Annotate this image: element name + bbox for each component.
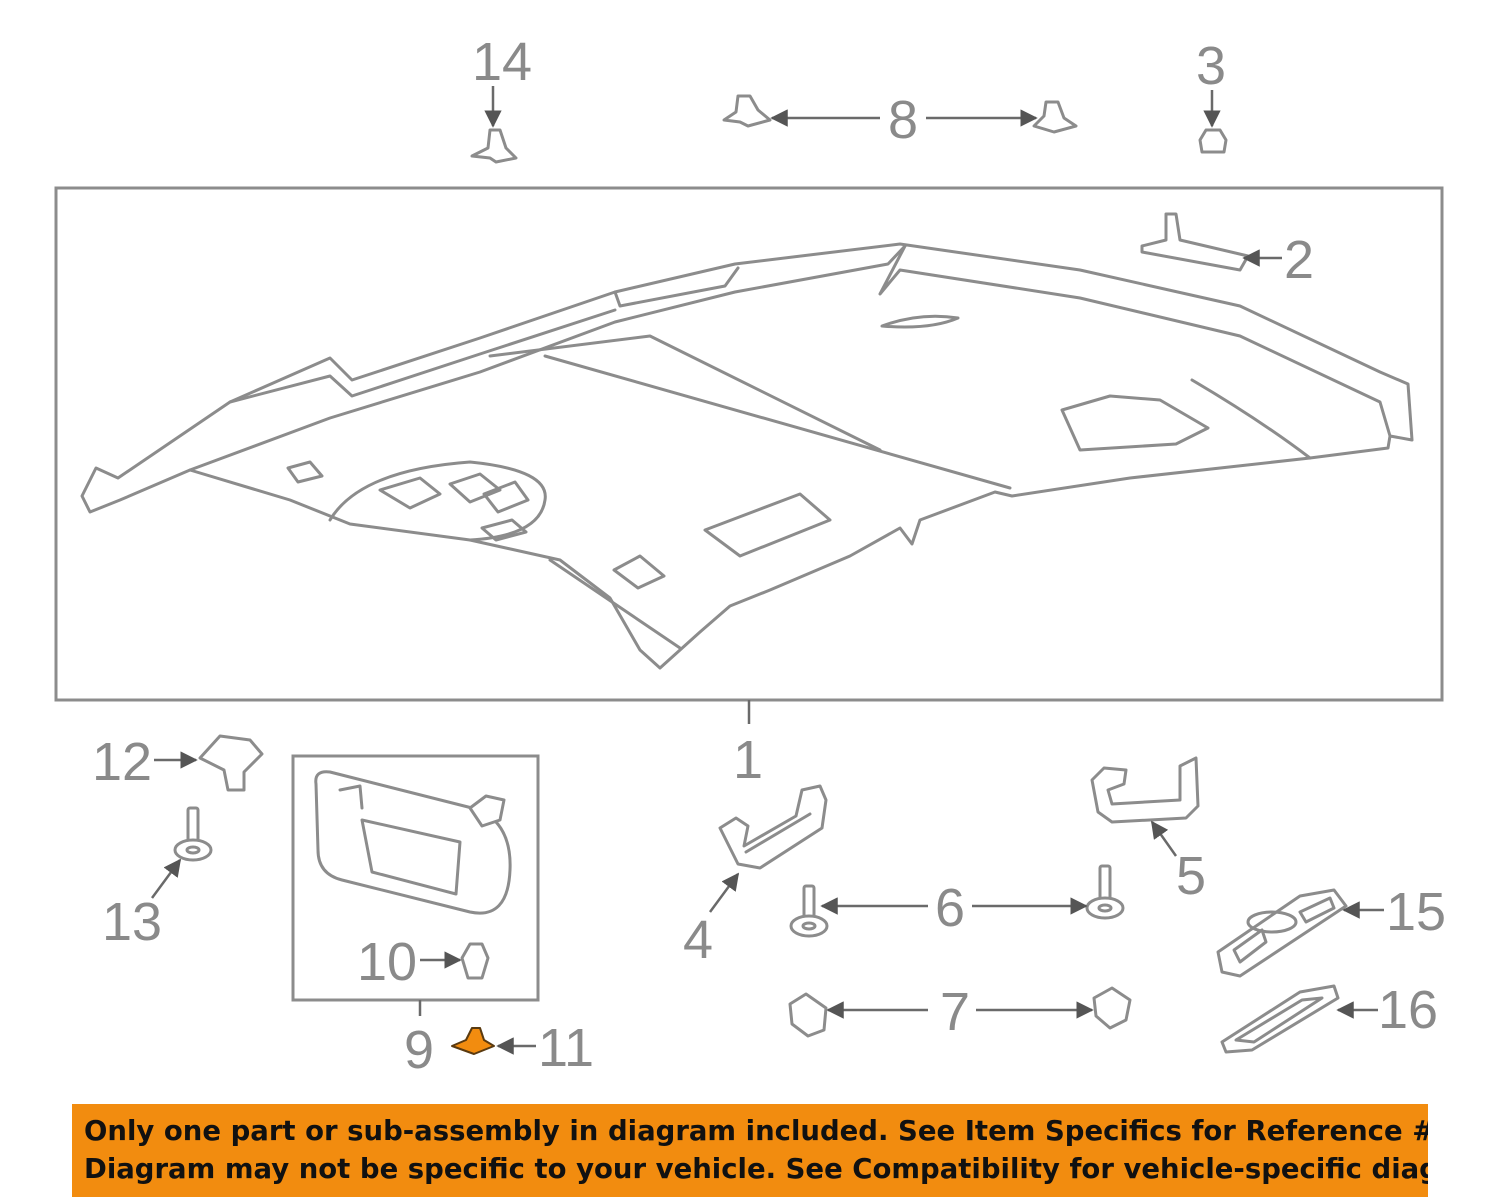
callout-7: 7 (940, 982, 970, 1042)
callout-13: 13 (102, 892, 162, 952)
callout-2: 2 (1284, 230, 1314, 290)
nut-part-7-right (1092, 986, 1132, 1030)
grab-handle-part-4 (718, 784, 828, 870)
screw-part-6-left (789, 884, 829, 938)
callout-4: 4 (683, 910, 713, 970)
clip-part-8-left (722, 94, 772, 128)
callout-12: 12 (92, 732, 152, 792)
grab-handle-part-5 (1090, 756, 1200, 824)
clip-part-8-right (1032, 100, 1078, 134)
callout-11: 11 (538, 1018, 594, 1078)
callout-14: 14 (472, 32, 532, 92)
clip-part-12 (198, 734, 264, 792)
screw-part-13 (173, 806, 213, 862)
screw-part-6-right (1085, 864, 1125, 920)
sun-visor-part (314, 770, 512, 915)
callout-10: 10 (357, 932, 417, 992)
callout-8: 8 (888, 90, 918, 150)
overhead-console-part-15 (1216, 888, 1348, 978)
disclaimer-line-1: Only one part or sub-assembly in diagram… (84, 1115, 1428, 1147)
clip-part-14 (470, 128, 518, 164)
disclaimer-banner: Only one part or sub-assembly in diagram… (72, 1104, 1428, 1197)
clip-part-10 (460, 942, 490, 980)
bracket-part-2 (1140, 212, 1250, 272)
callout-15: 15 (1386, 882, 1446, 942)
callout-9: 9 (404, 1020, 434, 1080)
callout-3: 3 (1196, 36, 1226, 96)
lens-part-16 (1220, 984, 1340, 1054)
disclaimer-line-2: Diagram may not be specific to your vehi… (84, 1153, 1428, 1185)
nut-part-7-left (788, 992, 828, 1038)
clip-part-11-highlighted (451, 1027, 495, 1055)
callout-1: 1 (733, 730, 763, 790)
headliner-part (80, 242, 1414, 670)
callout-6: 6 (935, 878, 965, 938)
plug-part-3 (1198, 128, 1228, 154)
callout-5: 5 (1176, 846, 1206, 906)
callout-16: 16 (1378, 980, 1438, 1040)
sun-visor-assembly-frame (291, 754, 540, 1002)
